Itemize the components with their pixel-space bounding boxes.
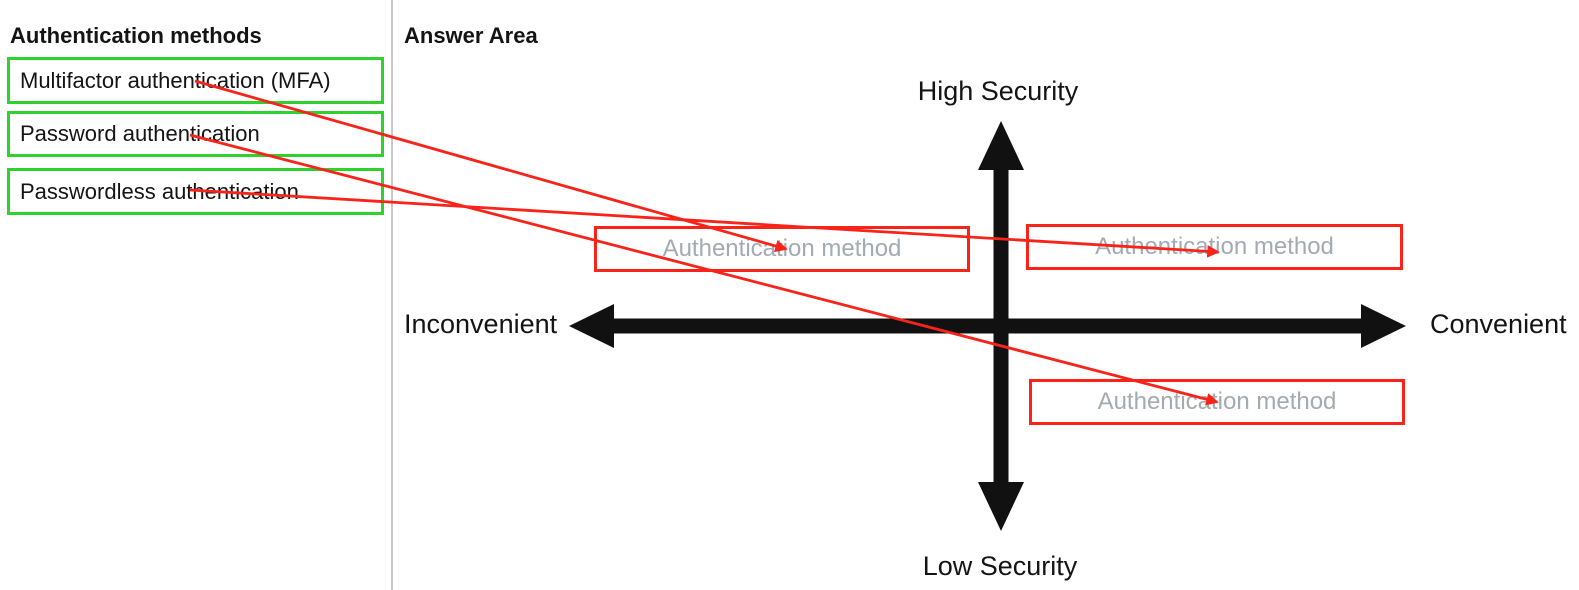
dropzone-high-security-inconvenient[interactable]: Authentication method [594, 226, 970, 272]
drag-item-multifactor-authentication[interactable]: Multifactor authentication (MFA) [7, 57, 384, 104]
axis-label-high-security: High Security [917, 76, 1079, 106]
answer-area-title: Answer Area [404, 23, 538, 49]
dropzone-low-security-convenient[interactable]: Authentication method [1029, 379, 1405, 425]
dropzone-high-security-convenient[interactable]: Authentication method [1026, 224, 1403, 270]
axis-label-low-security: Low Security [922, 551, 1078, 581]
axis-label-inconvenient: Inconvenient [404, 309, 558, 339]
drag-item-password-authentication[interactable]: Password authentication [7, 111, 384, 157]
vertical-axis-arrow [978, 121, 1024, 531]
axis-label-convenient: Convenient [1430, 309, 1567, 339]
drag-item-passwordless-authentication[interactable]: Passwordless authentication [7, 168, 384, 215]
source-panel-title: Authentication methods [10, 23, 262, 49]
horizontal-axis-arrow [569, 304, 1406, 348]
connector-mfa-to-high-security-inconvenient [194, 79, 788, 253]
panel-divider [391, 0, 393, 590]
